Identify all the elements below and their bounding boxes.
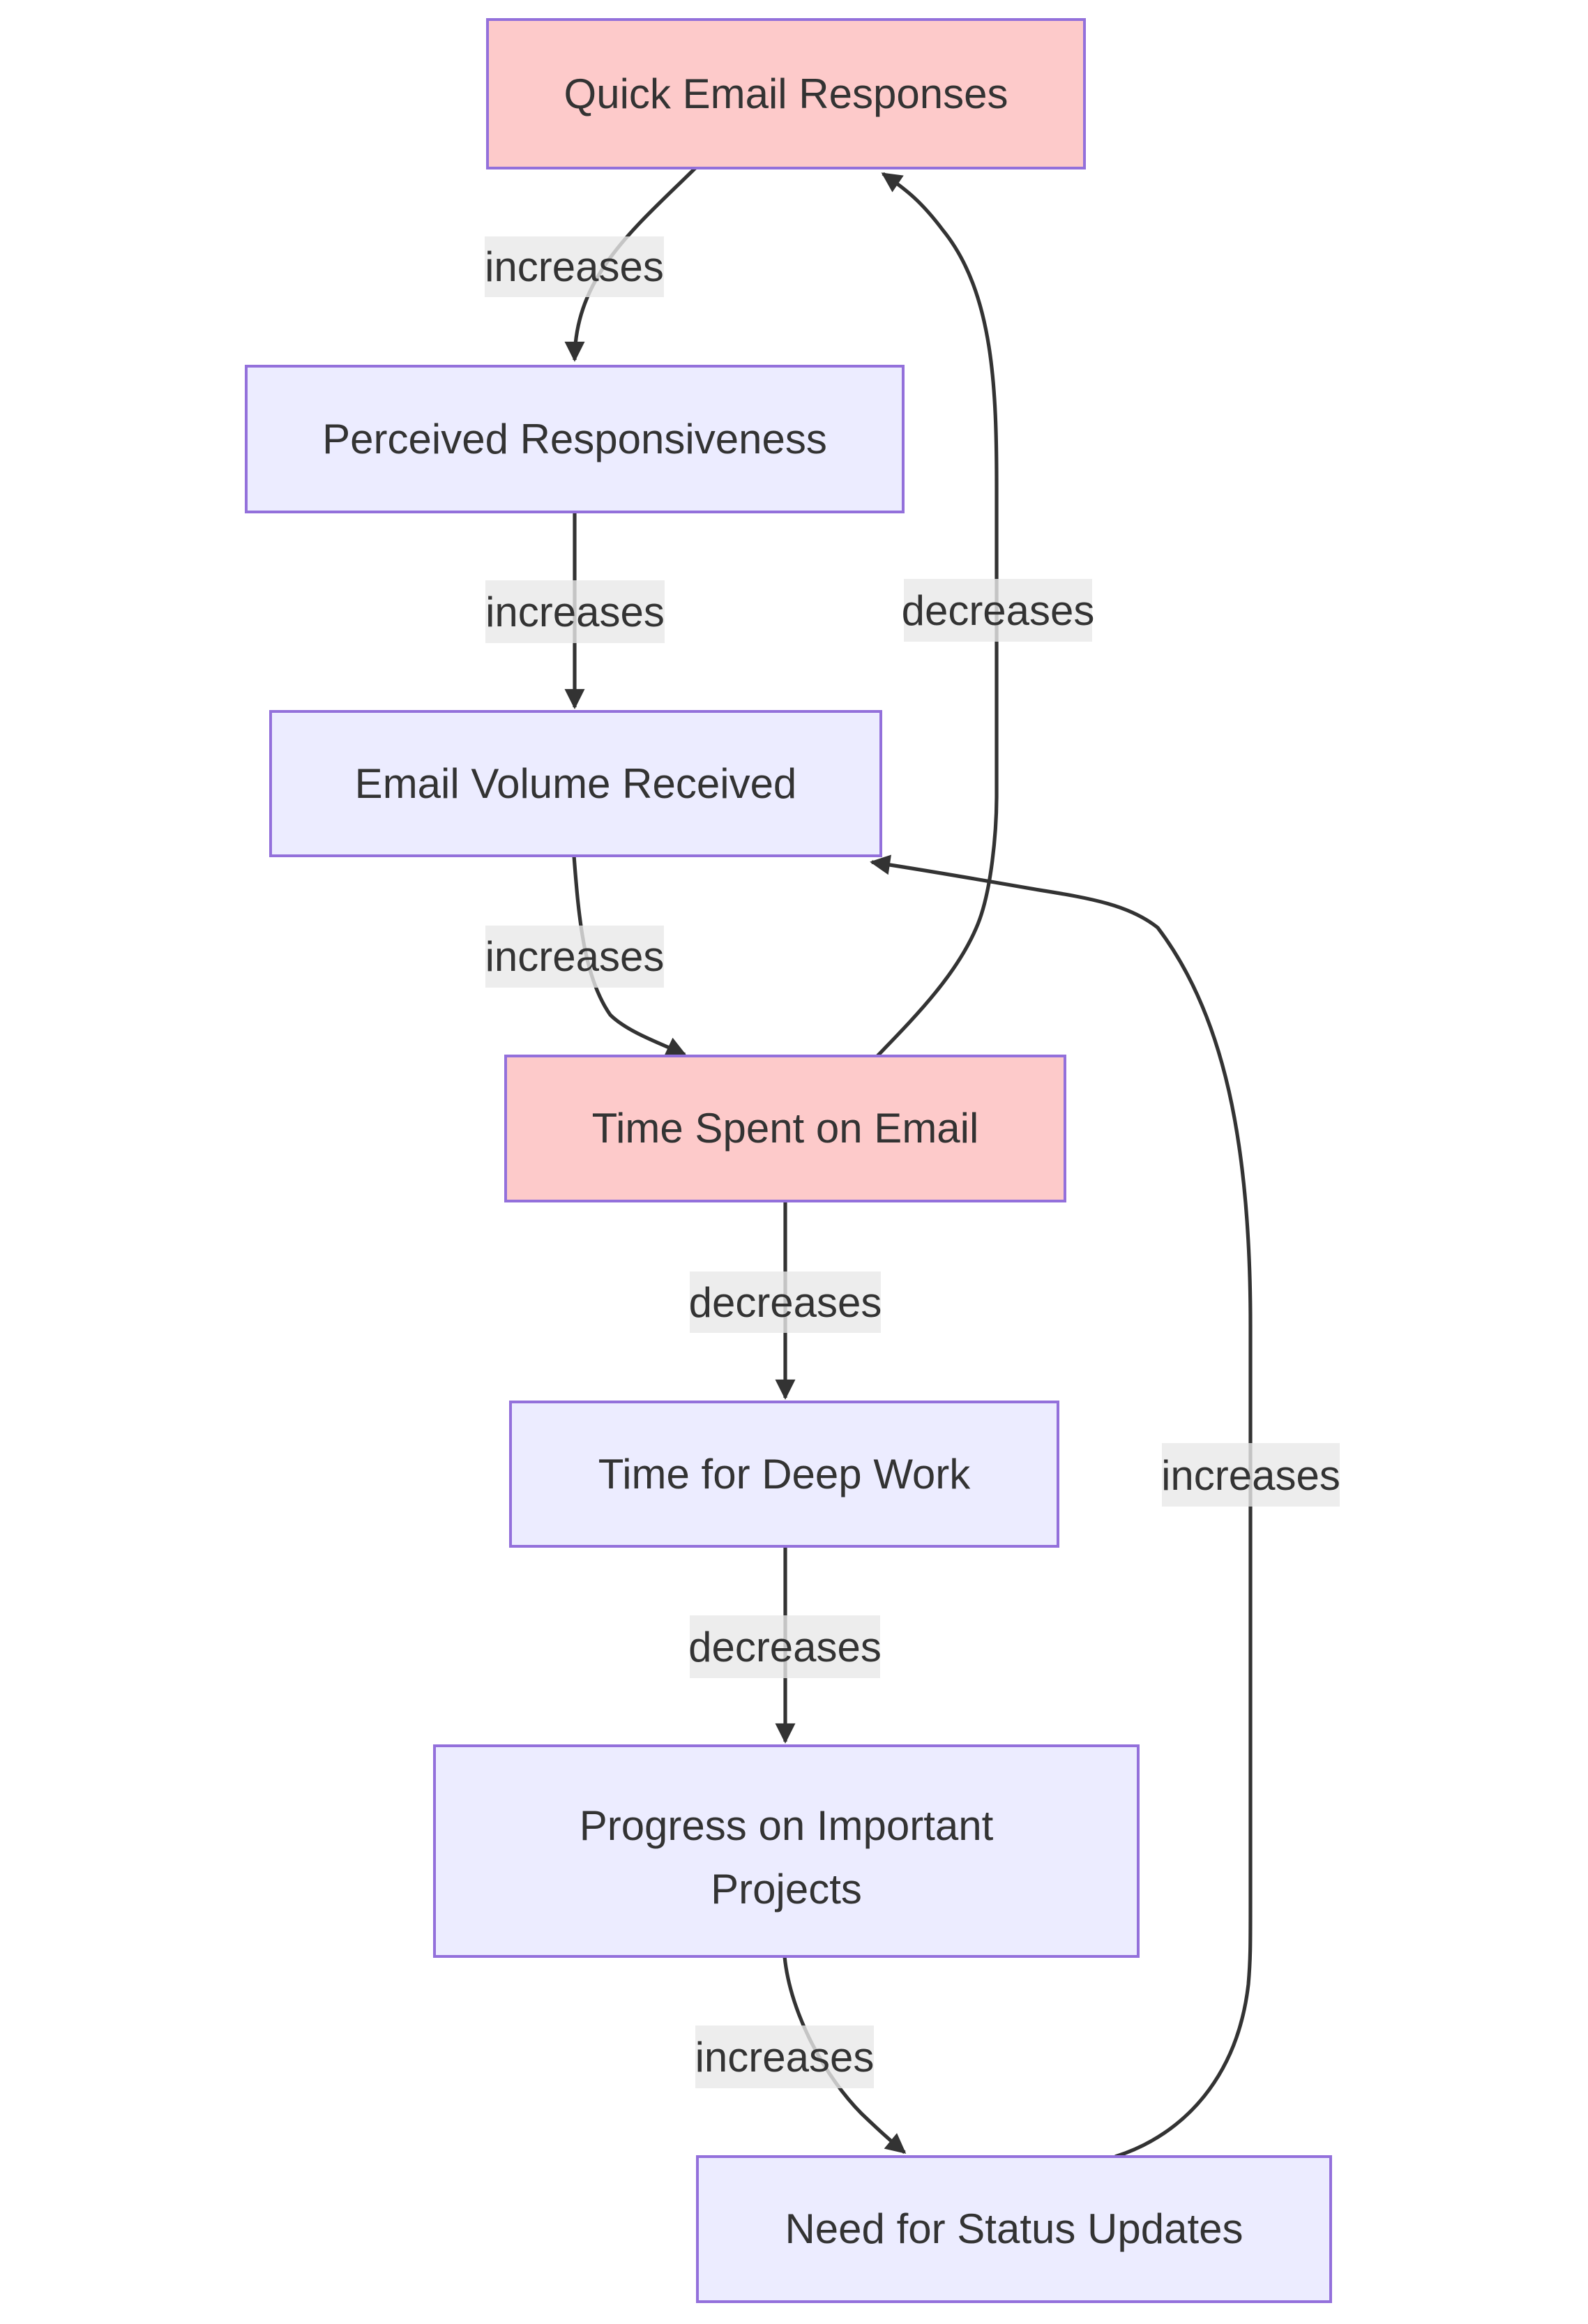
svg-text:increases: increases bbox=[1161, 1452, 1340, 1499]
svg-text:Need for Status Updates: Need for Status Updates bbox=[785, 2205, 1243, 2252]
svg-text:Time Spent on Email: Time Spent on Email bbox=[592, 1105, 979, 1152]
svg-text:Time for Deep Work: Time for Deep Work bbox=[598, 1451, 971, 1497]
svg-text:decreases: decreases bbox=[902, 587, 1095, 634]
svg-text:Quick Email Responses: Quick Email Responses bbox=[564, 70, 1008, 117]
svg-text:increases: increases bbox=[485, 589, 665, 635]
svg-text:Projects: Projects bbox=[711, 1866, 862, 1912]
svg-text:Progress on Important: Progress on Important bbox=[580, 1802, 994, 1849]
svg-text:increases: increases bbox=[485, 933, 665, 980]
svg-text:decreases: decreases bbox=[688, 1624, 882, 1670]
svg-text:Perceived Responsiveness: Perceived Responsiveness bbox=[322, 416, 827, 462]
svg-text:increases: increases bbox=[485, 243, 664, 290]
svg-text:increases: increases bbox=[695, 2034, 875, 2081]
svg-text:Email Volume Received: Email Volume Received bbox=[355, 760, 797, 807]
svg-text:decreases: decreases bbox=[689, 1279, 882, 1326]
